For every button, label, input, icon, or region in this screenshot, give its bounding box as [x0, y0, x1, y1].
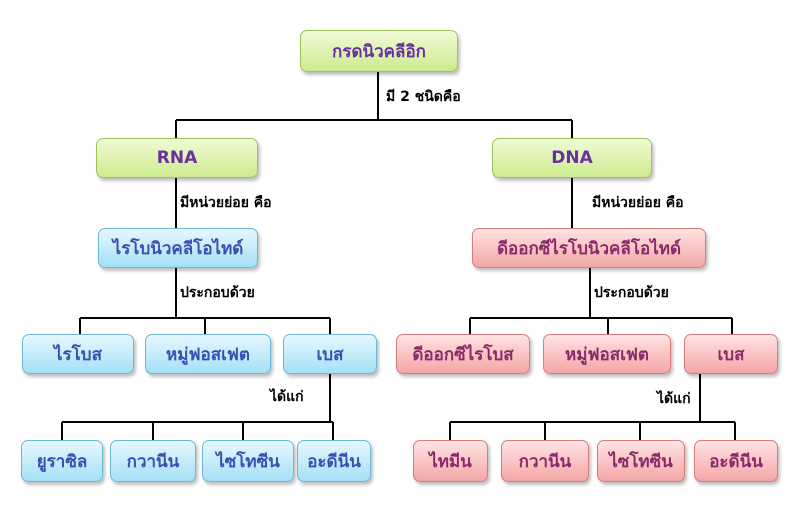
rna-component-label: หมู่ฟอสเฟต: [166, 344, 250, 365]
rna-base-0: ยูราซิล: [21, 440, 103, 482]
rna-base-label: ยูราซิล: [36, 451, 88, 472]
rna-base-label: กวานีน: [126, 451, 180, 472]
rna-unit-label: ไรโบนิวคลีโอไทด์: [112, 238, 244, 259]
dna-base-label: ไซโทซีน: [609, 451, 673, 472]
dna-base-label: อะดีนีน: [709, 451, 763, 472]
dna-component-label: เบส: [717, 344, 745, 365]
root-node: กรดนิวคลีอิก: [300, 30, 458, 72]
dna-base-label: กวานีน: [518, 451, 572, 472]
dna-component-2: เบส: [684, 334, 778, 374]
rna-base-label: ไซโทซีน: [216, 451, 280, 472]
dna-unit-node: ดีออกซีไรโบนิวคลีโอไทด์: [472, 228, 706, 268]
rna-base-link-label: ได้แก่: [268, 386, 306, 408]
rna-base-1: กวานีน: [110, 440, 196, 482]
rna-component-label: ไรโบส: [54, 344, 102, 365]
dna-base-label: ไทมีน: [429, 451, 472, 472]
dna-component-label: ดีออกซีไรโบส: [412, 344, 514, 365]
dna-base-0: ไทมีน: [413, 440, 488, 482]
dna-base-2: ไซโทซีน: [597, 440, 685, 482]
rna-base-3: อะดีนีน: [297, 440, 371, 482]
dna-unit-link-label: มีหน่วยย่อย คือ: [590, 192, 686, 214]
root-label: กรดนิวคลีอิก: [332, 41, 426, 62]
dna-component-label: หมู่ฟอสเฟต: [565, 344, 649, 365]
rna-component-label: เบส: [316, 344, 344, 365]
root-link-label: มี 2 ชนิดคือ: [384, 86, 463, 108]
dna-title: DNA: [551, 148, 593, 168]
dna-base-link-label: ได้แก่: [655, 388, 693, 410]
rna-unit-link-label: มีหน่วยย่อย คือ: [178, 192, 274, 214]
rna-base-label: อะดีนีน: [307, 451, 361, 472]
rna-comp-link-label: ประกอบด้วย: [178, 282, 257, 304]
rna-base-2: ไซโทซีน: [202, 440, 294, 482]
dna-base-1: กวานีน: [501, 440, 589, 482]
rna-component-1: หมู่ฟอสเฟต: [145, 334, 271, 374]
dna-unit-label: ดีออกซีไรโบนิวคลีโอไทด์: [497, 238, 681, 259]
dna-component-1: หมู่ฟอสเฟต: [543, 334, 671, 374]
dna-base-3: อะดีนีน: [694, 440, 778, 482]
rna-unit-node: ไรโบนิวคลีโอไทด์: [98, 228, 258, 268]
rna-title: RNA: [156, 148, 198, 168]
rna-node: RNA: [96, 138, 258, 178]
dna-comp-link-label: ประกอบด้วย: [592, 282, 671, 304]
rna-component-0: ไรโบส: [22, 334, 134, 374]
rna-component-2: เบส: [283, 334, 377, 374]
dna-node: DNA: [492, 138, 652, 178]
dna-component-0: ดีออกซีไรโบส: [396, 334, 530, 374]
